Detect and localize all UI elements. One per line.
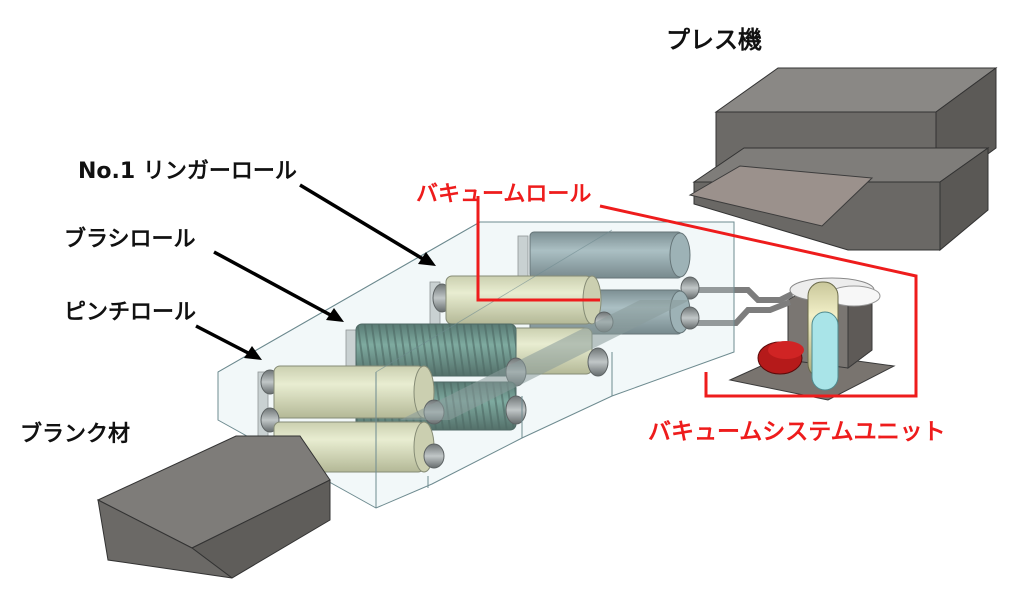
label-no1-wringer-roll: No.1 リンガーロール bbox=[78, 159, 297, 184]
label-vacuum-system-unit: バキュームシステムユニット bbox=[648, 419, 946, 445]
arrow-pinch-roll bbox=[195, 324, 255, 358]
blank-material-block bbox=[96, 435, 331, 579]
vacuum-roll-callout-line bbox=[476, 196, 600, 302]
sheet-strip bbox=[400, 300, 690, 420]
press-machine bbox=[688, 67, 998, 252]
label-blank-material: ブランク材 bbox=[20, 422, 131, 447]
label-vacuum-roll: バキュームロール bbox=[416, 182, 592, 207]
label-brush-roll: ブラシロール bbox=[64, 227, 196, 252]
label-pinch-roll: ピンチロール bbox=[64, 300, 197, 325]
vacuum-system-callout-line bbox=[599, 204, 918, 398]
vacuum-system-unit bbox=[692, 277, 896, 401]
label-press: プレス機 bbox=[666, 26, 762, 54]
arrow-no1-wringer-roll bbox=[299, 183, 429, 264]
arrow-brush-roll bbox=[213, 250, 337, 320]
callout-arrows bbox=[195, 183, 918, 398]
